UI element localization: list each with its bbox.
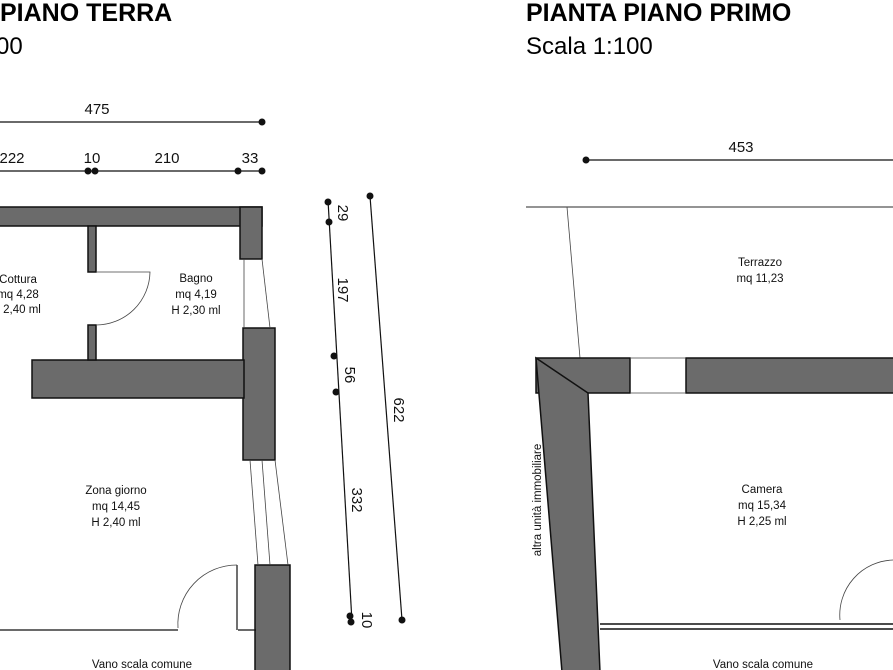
dim-segment: 222	[0, 150, 25, 167]
left-plan: PIANO TERRA 00 475 222 10 210 33	[0, 0, 407, 670]
dim-total-height: 622	[390, 397, 407, 422]
svg-text:Terrazzo: Terrazzo	[738, 257, 782, 269]
dim-width: 453	[728, 139, 753, 156]
svg-text:mq 14,45: mq 14,45	[92, 501, 140, 513]
svg-text:2,40 ml: 2,40 ml	[3, 304, 41, 316]
dim-segment: 197	[334, 277, 351, 302]
svg-text:mq 15,34: mq 15,34	[738, 500, 787, 512]
right-plan-title: PIANTA PIANO PRIMO	[526, 0, 791, 27]
dim-segment: 10	[84, 150, 101, 167]
room-camera: Camera mq 15,34 H 2,25 ml	[737, 484, 786, 528]
door-swing	[95, 271, 151, 326]
svg-text:mq 11,23: mq 11,23	[736, 273, 783, 285]
room-bagno: Bagno mq 4,19 H 2,30 ml	[171, 273, 220, 317]
svg-text:Camera: Camera	[742, 484, 784, 496]
dim-segment: 332	[348, 487, 365, 512]
window	[243, 258, 289, 566]
svg-text:H 2,30 ml: H 2,30 ml	[171, 305, 220, 317]
svg-text:mq 4,19: mq 4,19	[175, 289, 217, 301]
svg-text:H 2,40 ml: H 2,40 ml	[91, 517, 140, 529]
dim-segment: 56	[341, 367, 358, 384]
svg-text:Cottura: Cottura	[0, 274, 37, 286]
horizontal-dimensions: 475 222 10 210 33	[0, 101, 266, 175]
dim-segment: 10	[358, 612, 375, 629]
svg-text:Zona giorno: Zona giorno	[85, 485, 146, 497]
left-walls	[0, 206, 291, 670]
dim-total-width: 475	[84, 101, 109, 118]
left-plan-title: PIANO TERRA	[0, 0, 172, 27]
svg-text:Bagno: Bagno	[179, 273, 212, 285]
svg-text:mq 4,28: mq 4,28	[0, 289, 39, 301]
room-cottura: Cottura mq 4,28 2,40 ml	[0, 274, 41, 316]
dim-segment: 33	[242, 150, 259, 167]
svg-text:H 2,25 ml: H 2,25 ml	[737, 516, 786, 528]
door-swing	[177, 564, 238, 629]
side-label: altra unità immobiliare	[532, 444, 544, 557]
left-bottom-label: Vano scala comune	[92, 659, 192, 670]
left-plan-scale: 00	[0, 33, 23, 60]
right-bottom-label: Vano scala comune	[713, 659, 813, 670]
room-terrazzo: Terrazzo mq 11,23	[736, 257, 783, 285]
room-zona-giorno: Zona giorno mq 14,45 H 2,40 ml	[85, 485, 146, 529]
right-plan: PIANTA PIANO PRIMO Scala 1:100 453 altra…	[526, 0, 893, 670]
dim-segment: 210	[154, 150, 179, 167]
vertical-dimensions: 29 197 56 332 10 622	[324, 192, 407, 629]
right-plan-scale: Scala 1:100	[526, 33, 653, 60]
door-swing	[839, 559, 893, 621]
dim-segment: 29	[334, 205, 351, 222]
